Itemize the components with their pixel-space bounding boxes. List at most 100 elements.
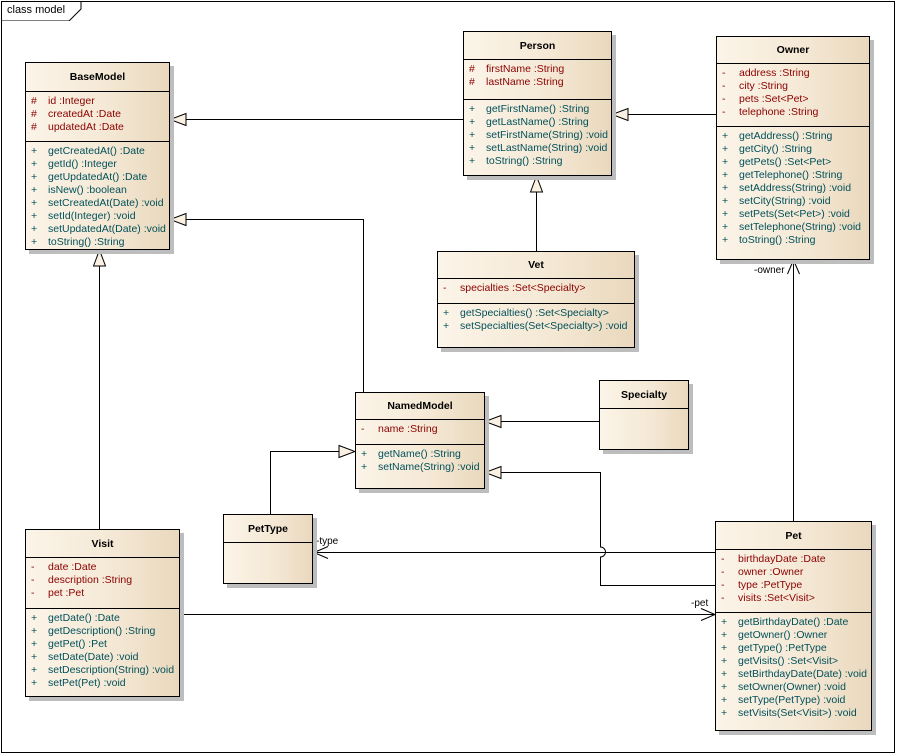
operation-row[interactable]: +setLastName(String) :void [464,142,611,155]
attributes-compartment: -specialties :Set<Specialty> [438,279,634,304]
class-pet[interactable]: Pet -birthdayDate :Date-owner :Owner-typ… [715,521,872,731]
visibility-marker: + [31,638,38,650]
operation-row[interactable]: +toString() :String [464,155,611,168]
visibility-marker: + [721,694,728,706]
class-specialty[interactable]: Specialty [599,380,689,450]
operation-row[interactable]: +getCreatedAt() :Date [26,145,169,158]
attribute-text: birthdayDate :Date [738,553,826,565]
operation-row[interactable]: +getDescription() :String [26,625,179,638]
attribute-row[interactable]: -city :String [717,80,869,93]
attribute-row[interactable]: #lastName :String [464,76,611,89]
visibility-marker: + [31,651,38,663]
operation-row[interactable]: +getDate() :Date [26,612,179,625]
operation-row[interactable]: +getOwner() :Owner [716,629,871,642]
operation-row[interactable]: +setBirthdayDate(Date) :void [716,668,871,681]
operation-text: getType() :PetType [738,642,827,654]
generalization-namedmodel-basemodel [170,220,364,392]
operation-row[interactable]: +getBirthdayDate() :Date [716,616,871,629]
operation-row[interactable]: +setFirstName(String) :void [464,129,611,142]
attribute-row[interactable]: -specialties :Set<Specialty> [438,282,634,295]
attributes-compartment: -birthdayDate :Date-owner :Owner-type :P… [716,550,871,613]
operation-row[interactable]: +getCity() :String [717,143,869,156]
attribute-row[interactable]: #id :Integer [26,95,169,108]
visibility-marker: + [469,129,476,141]
attribute-row[interactable]: #firstName :String [464,63,611,76]
operation-row[interactable]: +getUpdatedAt() :Date [26,171,169,184]
operation-row[interactable]: +setDescription(String) :void [26,664,179,677]
operation-row[interactable]: +setPets(Set<Pet>) :void [717,208,869,221]
operation-text: setPet(Pet) :void [48,677,126,689]
operation-text: setDate(Date) :void [48,651,139,663]
attribute-row[interactable]: -address :String [717,67,869,80]
operation-row[interactable]: +setVisits(Set<Visit>) :void [716,707,871,720]
operation-row[interactable]: +getFirstName() :String [464,103,611,116]
class-basemodel[interactable]: BaseModel #id :Integer#createdAt :Date#u… [25,62,170,250]
operation-text: toString() :String [48,236,125,248]
class-title: Person [464,32,611,60]
operation-row[interactable]: +setCity(String) :void [717,195,869,208]
operation-row[interactable]: +getSpecialties() :Set<Specialty> [438,307,634,320]
operation-row[interactable]: + setPet(Pet) :void [26,677,179,690]
operation-row[interactable]: +toString() :String [717,234,869,247]
class-owner[interactable]: Owner -address :String-city :String-pets… [716,36,870,260]
operation-row[interactable]: +setTelephone(String) :void [717,221,869,234]
attribute-row[interactable]: -owner :Owner [716,566,871,579]
visibility-marker: + [443,320,450,332]
visibility-marker: + [31,677,38,689]
class-namedmodel[interactable]: NamedModel -name :String +getName() :Str… [355,392,485,489]
attribute-text: date :Date [48,561,97,573]
visibility-marker: + [469,142,476,154]
class-vet[interactable]: Vet -specialties :Set<Specialty> +getSpe… [437,251,635,348]
visibility-marker: # [31,95,37,107]
operation-row[interactable]: +getPets() :Set<Pet> [717,156,869,169]
attribute-row[interactable]: -pet :Pet [26,587,179,600]
operation-row[interactable]: +setAddress(String) :void [717,182,869,195]
attribute-row[interactable]: -name :String [356,423,484,436]
class-person[interactable]: Person #firstName :String#lastName :Stri… [463,31,612,176]
operation-row[interactable]: + setDate(Date) :void [26,651,179,664]
operation-row[interactable]: +getType() :PetType [716,642,871,655]
visibility-marker: + [722,156,729,168]
attribute-row[interactable]: #createdAt :Date [26,108,169,121]
visibility-marker: # [469,76,475,88]
operation-row[interactable]: +getTelephone() :String [717,169,869,182]
attribute-row[interactable]: -visits :Set<Visit> [716,592,871,605]
class-visit[interactable]: Visit -date :Date-description :String-pe… [25,529,180,697]
visibility-marker: + [469,116,476,128]
attribute-row[interactable]: #updatedAt :Date [26,121,169,134]
attribute-row[interactable]: -type :PetType [716,579,871,592]
operation-row[interactable]: +setType(PetType) :void [716,694,871,707]
visibility-marker: + [722,182,729,194]
visibility-marker: + [721,616,728,628]
attribute-text: telephone :String [739,106,819,118]
visibility-marker: + [721,707,728,719]
operation-text: setTelephone(String) :void [739,221,861,233]
operation-text: getOwner() :Owner [738,629,828,641]
attribute-row[interactable]: -telephone :String [717,106,869,119]
operation-text: setCity(String) :void [739,195,831,207]
operation-row[interactable]: +setId(Integer) :void [26,210,169,223]
role-pet: -pet [691,598,709,609]
attribute-row[interactable]: -date :Date [26,561,179,574]
operation-text: isNew() :boolean [48,184,127,196]
operation-row[interactable]: +getName() :String [356,448,484,461]
operation-row[interactable]: +toString() :String [26,236,169,249]
operation-row[interactable]: +setName(String) :void [356,461,484,474]
operation-row[interactable]: +setUpdatedAt(Date) :void [26,223,169,236]
attribute-row[interactable]: -description :String [26,574,179,587]
operation-row[interactable]: +setCreatedAt(Date) :void [26,197,169,210]
attribute-row[interactable]: -pets :Set<Pet> [717,93,869,106]
operation-row[interactable]: +isNew() :boolean [26,184,169,197]
operation-row[interactable]: +getLastName() :String [464,116,611,129]
attribute-text: description :String [48,574,133,586]
operation-row[interactable]: +getId() :Integer [26,158,169,171]
attribute-row[interactable]: -birthdayDate :Date [716,553,871,566]
operation-row[interactable]: +getAddress() :String [717,130,869,143]
attribute-text: pet :Pet [48,587,85,599]
visibility-marker: + [721,668,728,680]
operation-row[interactable]: +setOwner(Owner) :void [716,681,871,694]
operation-row[interactable]: +getVisits() :Set<Visit> [716,655,871,668]
class-pettype[interactable]: PetType [223,514,313,584]
operation-row[interactable]: +getPet() :Pet [26,638,179,651]
operation-row[interactable]: +setSpecialties(Set<Specialty>) :void [438,320,634,333]
